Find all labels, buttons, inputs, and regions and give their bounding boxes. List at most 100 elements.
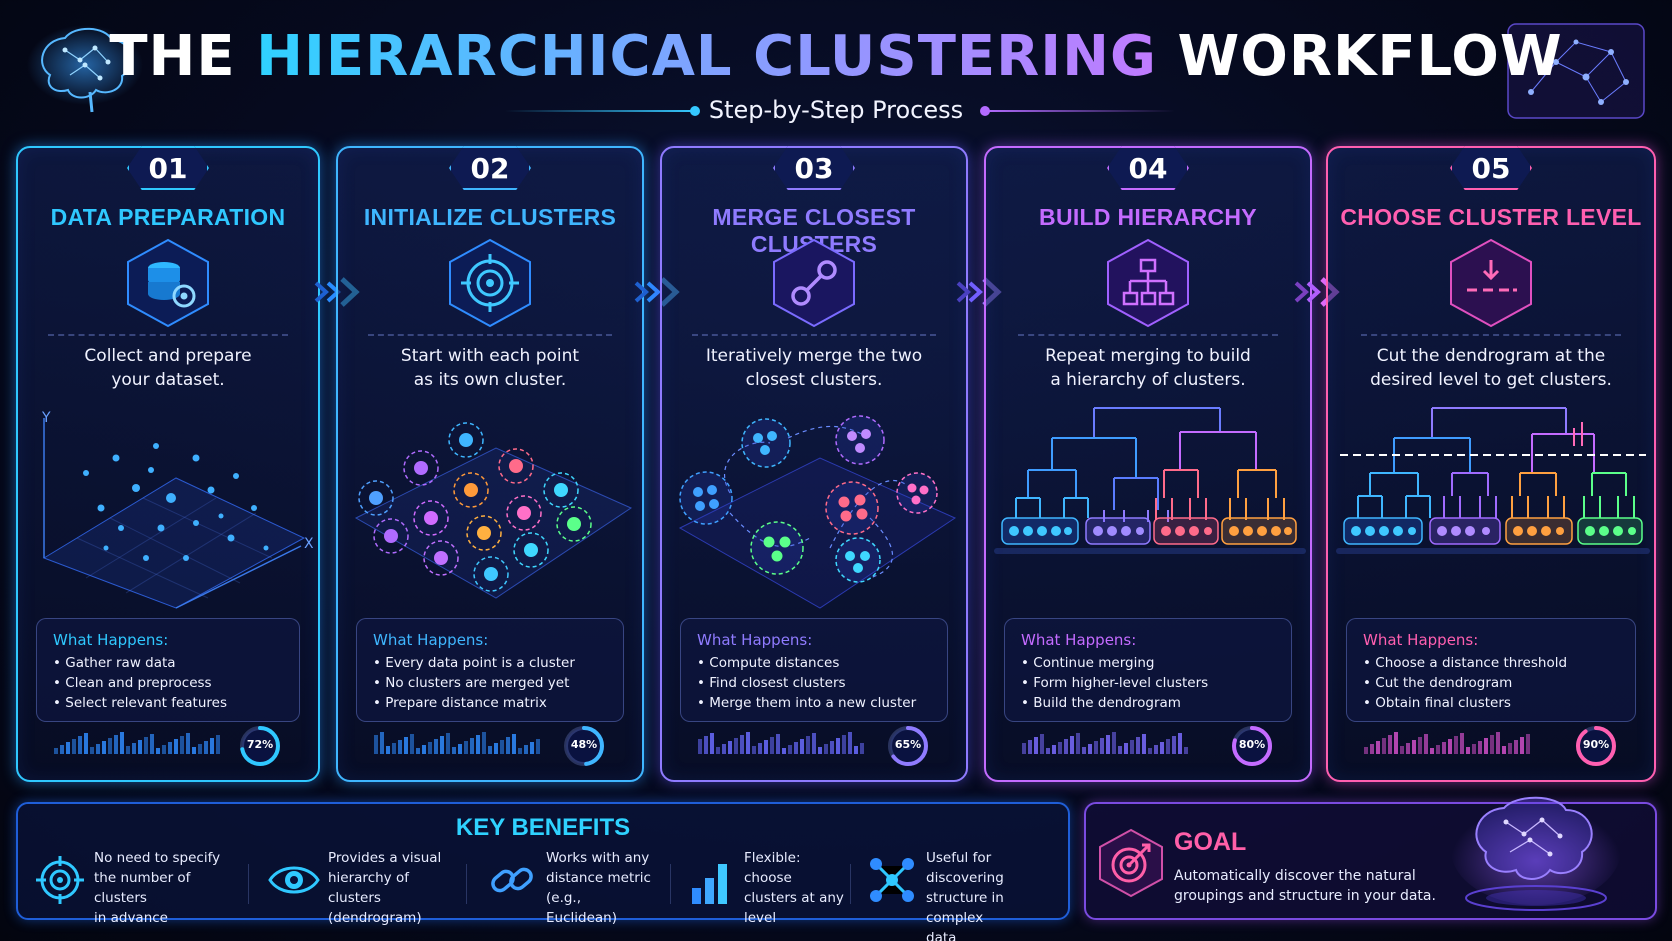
- progress-ring-fill: [888, 726, 928, 766]
- mini-bar: [1034, 737, 1038, 754]
- mini-bar: [782, 748, 786, 754]
- mini-bar: [722, 744, 726, 754]
- bar-chart-icon: [692, 864, 727, 904]
- step-title: CHOOSE CLUSTER LEVEL: [1340, 204, 1642, 230]
- mini-bar: [120, 732, 124, 754]
- mini-bar: [1160, 742, 1164, 754]
- mini-bar: [72, 739, 76, 754]
- mini-bar: [704, 736, 708, 754]
- mini-bar: [1022, 743, 1026, 754]
- mini-bar: [162, 745, 166, 754]
- mini-bar: [1124, 743, 1128, 754]
- mini-bar: [108, 738, 112, 754]
- what-happens-item: • Find closest clusters: [697, 675, 846, 691]
- what-happens-item: • Choose a distance threshold: [1363, 655, 1568, 671]
- mini-bar: [812, 733, 816, 754]
- cut-level-icon: [1449, 238, 1533, 328]
- mini-bar: [806, 736, 810, 754]
- link-icon: [491, 867, 533, 893]
- what-happens-item: • Continue merging: [1021, 655, 1155, 671]
- mini-bar: [410, 734, 414, 754]
- mini-bar: [530, 742, 534, 754]
- desc-line-1: Repeat merging to build: [1045, 346, 1251, 366]
- mini-bar: [758, 743, 762, 754]
- desc-line-2: as its own cluster.: [413, 370, 567, 390]
- what-happens-label: What Happens:: [53, 631, 169, 649]
- mini-bar: [794, 742, 798, 754]
- mini-bar: [698, 739, 702, 754]
- step-number-badge: 05: [1450, 146, 1532, 190]
- brain-art: [1451, 795, 1621, 911]
- mini-bar: [824, 744, 828, 754]
- mini-bar: [494, 743, 498, 754]
- mini-bar: [198, 744, 202, 754]
- what-happens-item: • Cut the dendrogram: [1363, 675, 1513, 691]
- mini-bar: [1028, 740, 1032, 754]
- mini-bar: [1400, 746, 1404, 754]
- mini-bar: [800, 739, 804, 754]
- mini-bar: [1436, 745, 1440, 754]
- subtitle-line-right: [985, 110, 1175, 112]
- benefit-separator: [466, 864, 467, 904]
- mini-bar: [114, 735, 118, 754]
- mini-bar: [1412, 740, 1416, 754]
- mini-bar: [386, 746, 390, 754]
- initial-clusters-illustration: [346, 398, 634, 738]
- mini-bar: [770, 737, 774, 754]
- mini-bar: [1040, 734, 1044, 754]
- hierarchy-icon: [1106, 238, 1190, 328]
- mini-bar: [848, 732, 852, 754]
- mini-bar: [506, 737, 510, 754]
- mini-bar: [1406, 743, 1410, 754]
- mini-bar: [1100, 738, 1104, 754]
- mini-bar: [78, 736, 82, 754]
- step-card-2: 02 INITIALIZE CLUSTERS Start with each p…: [336, 146, 644, 782]
- mini-bar: [776, 734, 780, 754]
- mini-bar: [1502, 746, 1506, 754]
- mini-bar: [476, 735, 480, 754]
- mini-bar: [180, 736, 184, 754]
- mini-bar: [1064, 739, 1068, 754]
- mini-bar: [398, 740, 402, 754]
- mini-bar: [210, 738, 214, 754]
- mini-bar: [728, 741, 732, 754]
- what-happens-label: What Happens:: [697, 631, 813, 649]
- mini-bar: [144, 737, 148, 754]
- mini-bar: [1166, 739, 1170, 754]
- network-graph-art: [1506, 22, 1646, 120]
- mini-bar: [186, 733, 190, 754]
- mini-bar: [404, 737, 408, 754]
- benefit-separator: [850, 864, 851, 904]
- mini-bar: [1130, 740, 1134, 754]
- mini-bar: [1364, 747, 1368, 754]
- what-happens-item: • Merge them into a new cluster: [697, 695, 917, 711]
- desc-line-1: Iteratively merge the two: [705, 346, 923, 366]
- mini-bar: [1376, 741, 1380, 754]
- mini-bar: [392, 743, 396, 754]
- mini-bar: [860, 743, 864, 754]
- target-icon: [448, 238, 532, 328]
- what-happens-item: • No clusters are merged yet: [373, 675, 570, 691]
- mini-bar: [428, 742, 432, 754]
- step-title: BUILD HIERARCHY: [1039, 204, 1257, 230]
- progress-ring: [1232, 726, 1272, 766]
- step-number-badge: 03: [773, 146, 855, 190]
- mini-bar: [734, 738, 738, 754]
- progress-value: 48%: [570, 738, 598, 751]
- subtitle-dot-left: [690, 106, 700, 116]
- mini-bar: [470, 738, 474, 754]
- title-highlight: HIERARCHICAL CLUSTERING: [256, 24, 1157, 89]
- cut-dendrogram-illustration: [1336, 398, 1650, 738]
- step-divider: [692, 334, 936, 336]
- desc-line-1: Start with each point: [400, 346, 580, 366]
- mini-bar: [500, 740, 504, 754]
- mini-bar: [96, 744, 100, 754]
- mini-bar: [102, 741, 106, 754]
- mini-bar: [1112, 732, 1116, 754]
- mini-bar: [710, 733, 714, 754]
- mini-bar: [138, 740, 142, 754]
